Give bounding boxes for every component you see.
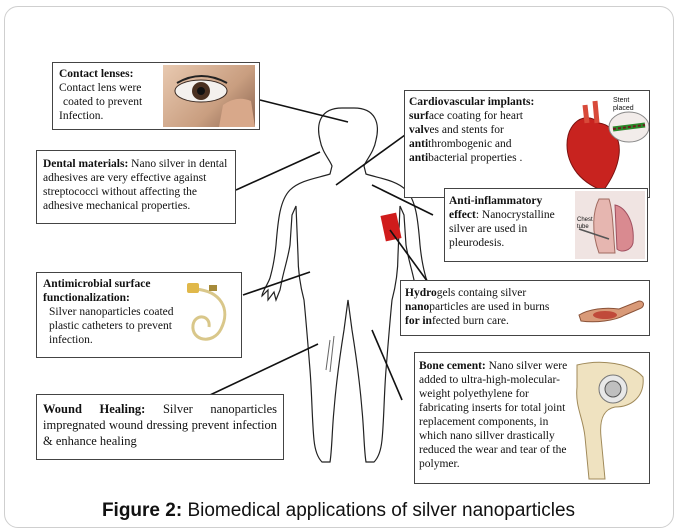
heart-stent-image: Stent placed — [555, 93, 649, 195]
hydrogels-bold3: for in — [405, 315, 432, 327]
bone-cement-text: Nano silver were added to ultra-high-mol… — [419, 360, 567, 470]
hydrogels-t7: fected burn care. — [432, 315, 509, 327]
cardio-line1-bold: surf — [409, 110, 429, 122]
hip-joint-image — [571, 357, 647, 481]
wound-healing-title: Wound Healing: — [43, 402, 145, 416]
contact-lenses-box: Contact lenses: Contact lens were coated… — [52, 62, 260, 130]
antimicrobial-box: Antimicrobial surface functionalization:… — [36, 272, 242, 358]
cardio-line3-bold: anti — [409, 138, 428, 150]
chest-tube-image: Chest tube — [575, 191, 645, 259]
contact-lenses-title: Contact lenses: — [59, 68, 133, 80]
antimicrobial-title: Antimicrobial surface functionalization: — [43, 278, 150, 304]
cardio-line2-bold: valv — [409, 124, 429, 136]
cardiovascular-title: Cardiovascular implants: — [409, 96, 534, 108]
hydrogels-t2: gels — [437, 287, 456, 299]
wound-healing-box: Wound Healing: Silver nanoparticles impr… — [36, 394, 284, 460]
cardiovascular-box: Cardiovascular implants: surface coating… — [404, 90, 650, 198]
bone-cement-title: Bone cement: — [419, 360, 486, 372]
contact-lens-eye-image — [163, 65, 255, 127]
dental-materials-box: Dental materials: Nano silver in dental … — [36, 150, 236, 224]
hydrogels-bold1: Hydro — [405, 287, 437, 299]
cardio-line4-bold: anti — [409, 152, 428, 164]
stent-placed-label: Stent placed — [613, 97, 649, 113]
cardio-line3: thrombogenic and — [428, 138, 511, 150]
figure-caption: Figure 2: Biomedical applications of sil… — [0, 500, 677, 522]
cardio-line1: ace coating for heart — [429, 110, 523, 122]
cardio-line2: es and stents for — [429, 124, 503, 136]
hydrogels-box: Hydrogels containg silver nanoparticles … — [400, 280, 650, 336]
chest-tube-label: Chest tube — [577, 217, 597, 231]
anti-inflammatory-box: Anti-inflammatory effect: Nanocrystallin… — [444, 188, 648, 262]
bone-cement-box: Bone cement: Nano silver were added to u… — [414, 352, 650, 484]
hydrogels-t5: particles are used in burns — [429, 301, 549, 313]
antimicrobial-text: Silver nanoparticles coated plastic cath… — [43, 305, 181, 347]
burned-hand-image — [575, 289, 647, 329]
hydrogels-bold2: nano — [405, 301, 429, 313]
dental-materials-title: Dental materials: — [43, 158, 128, 170]
catheter-image — [181, 279, 239, 351]
cardio-line4: bacterial properties . — [428, 152, 522, 164]
hydrogels-t3: containg silver — [455, 287, 526, 299]
